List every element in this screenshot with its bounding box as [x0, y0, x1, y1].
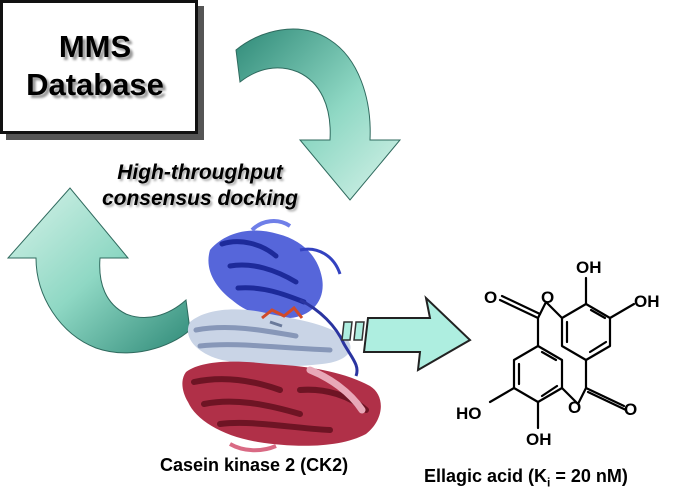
protein-structure-illustration	[182, 219, 381, 453]
docking-label: High-throughput consensus docking	[82, 160, 318, 212]
atom-label-oh-left: HO	[456, 404, 482, 423]
docking-label-line1: High-throughput	[117, 161, 283, 184]
database-title-line2: Database	[26, 67, 164, 102]
docking-label-line2: consensus docking	[101, 187, 299, 210]
database-title-line1: MMS	[58, 29, 132, 64]
atom-label-carbonyl-o-right: O	[624, 400, 638, 419]
database-title: MMS Database	[10, 28, 180, 104]
molecule-caption-suffix: = 20 nM)	[550, 466, 628, 486]
atom-label-ring-o-top: O	[541, 288, 555, 307]
atom-label-ring-o-bottom: O	[568, 398, 582, 417]
atom-label-oh-right: OH	[634, 292, 660, 311]
atom-label-oh-bottom: OH	[526, 430, 552, 449]
atom-label-oh-top: OH	[576, 258, 602, 277]
database-box	[0, 0, 198, 134]
block-arrow-icon	[341, 295, 472, 372]
cycle-arrow-top-icon	[235, 28, 402, 201]
cycle-arrow-left-icon	[6, 187, 191, 354]
ellagic-acid-structure	[488, 276, 636, 430]
molecule-caption-prefix: Ellagic acid (K	[424, 466, 548, 486]
protein-caption: Casein kinase 2 (CK2)	[160, 455, 349, 475]
atom-label-carbonyl-o-left: O	[484, 288, 498, 307]
molecule-caption: Ellagic acid (Ki = 20 nM)	[424, 466, 628, 490]
molecule-caption-subscript: i	[547, 475, 551, 490]
